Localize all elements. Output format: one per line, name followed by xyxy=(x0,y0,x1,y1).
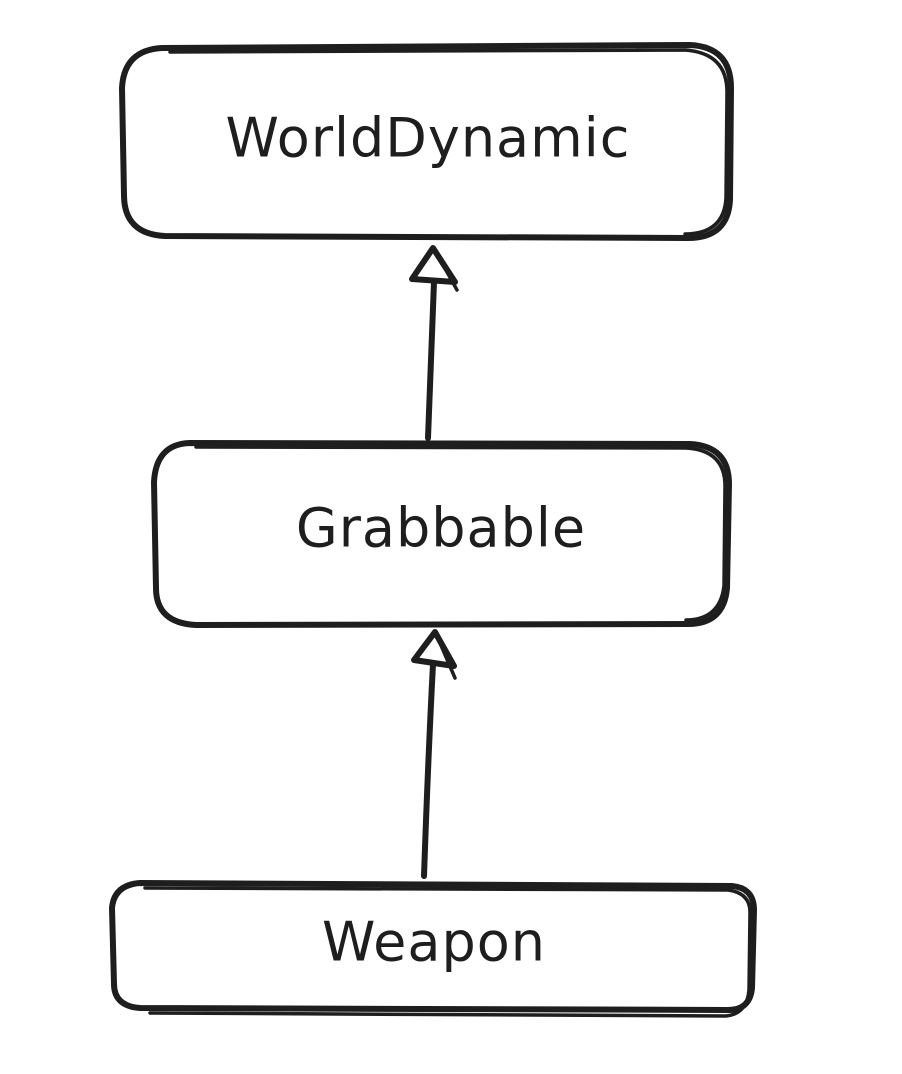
edge-weapon-to-grabbable xyxy=(411,629,457,879)
node-grabbable-box xyxy=(151,440,732,628)
node-world-dynamic-label: WorldDynamic xyxy=(226,107,631,170)
node-grabbable-box-sketch xyxy=(194,445,727,622)
node-grabbable-label: Grabbable xyxy=(296,497,586,560)
node-world-dynamic-box xyxy=(119,42,734,241)
edge-grabbable-to-world-dynamic xyxy=(409,245,459,441)
node-weapon-box-sketch xyxy=(143,886,752,1018)
edge-grabbable-line xyxy=(425,279,437,441)
edge-grabbable-arrowhead-sketch xyxy=(434,250,459,292)
node-grabbable[interactable]: Grabbable xyxy=(151,440,732,628)
edge-weapon-arrowhead-sketch xyxy=(435,634,457,680)
node-weapon-label: Weapon xyxy=(322,911,546,974)
node-world-dynamic[interactable]: WorldDynamic xyxy=(119,42,734,241)
edge-weapon-arrowhead-icon xyxy=(411,629,457,669)
node-world-dynamic-box-sketch xyxy=(168,48,729,236)
node-weapon[interactable]: Weapon xyxy=(109,880,757,1018)
node-weapon-box xyxy=(109,880,757,1013)
edge-weapon-line xyxy=(421,661,436,879)
